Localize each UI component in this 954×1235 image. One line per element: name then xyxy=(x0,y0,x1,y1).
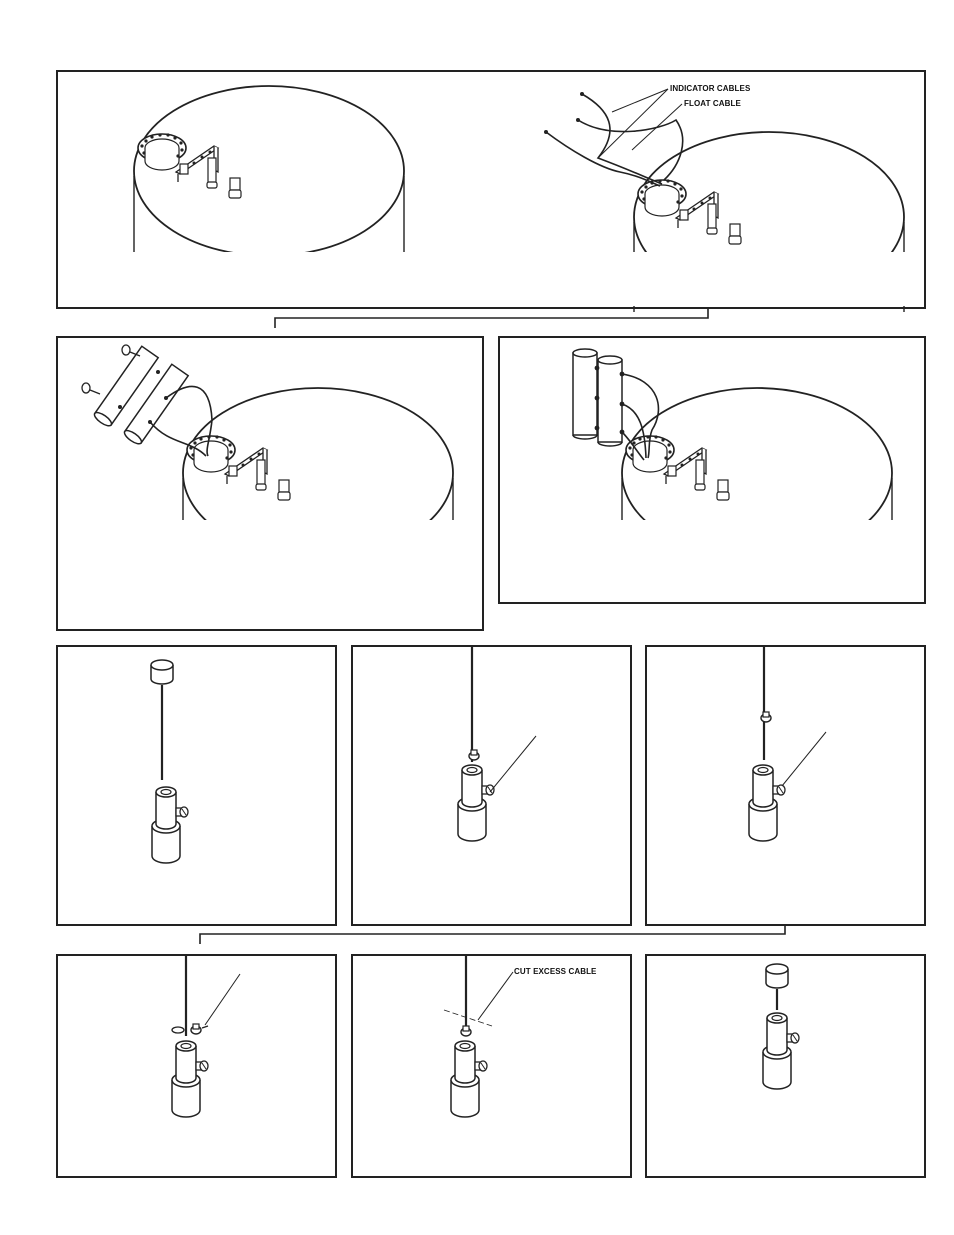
tank-with-vertical-floats xyxy=(573,349,910,600)
panel-step-8 xyxy=(352,955,631,1177)
panel-step-4 xyxy=(57,646,336,925)
cut-excess-cable-label: CUT EXCESS CABLE xyxy=(514,967,597,976)
indicator-cables-label: INDICATOR CABLES xyxy=(670,84,751,93)
float-cable-with-clamp-high xyxy=(749,646,826,841)
tank-with-horizontal-floats xyxy=(82,345,470,620)
float-with-open-clamp xyxy=(172,955,240,1117)
float-cut-excess-cable xyxy=(444,955,513,1117)
float-with-cap-removed xyxy=(151,660,188,863)
tank-left xyxy=(120,86,420,306)
float-cable-with-clamp-low xyxy=(458,646,536,841)
tank-right-with-cables xyxy=(544,89,920,312)
float-cable-label: FLOAT CABLE xyxy=(684,99,742,108)
step-connector-2 xyxy=(200,925,785,944)
panel-step-6 xyxy=(646,646,925,925)
float-with-cap-installed xyxy=(763,964,799,1089)
step-connector xyxy=(275,308,708,328)
